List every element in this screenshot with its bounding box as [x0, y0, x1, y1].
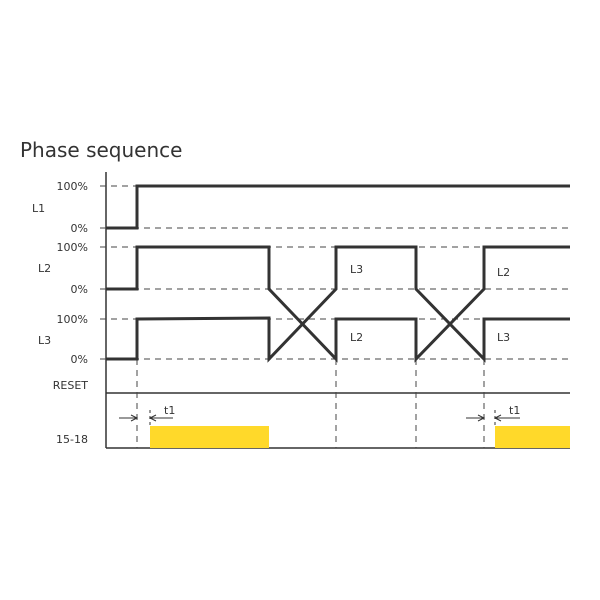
t1-label-2: t1	[509, 404, 520, 417]
swap1-upper-label: L3	[350, 263, 363, 276]
t1-arrow-1	[119, 410, 173, 426]
l2-signal	[106, 245, 570, 363]
output-active-bar-1	[150, 426, 269, 448]
l3-high-label: 100%	[57, 313, 88, 326]
l2-low-label: 0%	[71, 283, 88, 296]
l1-high-label: 100%	[57, 180, 88, 193]
output-label: 15-18	[56, 433, 88, 446]
t1-arrow-2	[466, 410, 520, 426]
swap2-upper-label: L2	[497, 266, 510, 279]
l1-label: L1	[32, 202, 45, 215]
output-active-bar-2	[495, 426, 570, 448]
l1-low-label: 0%	[71, 222, 88, 235]
l1-signal	[106, 184, 570, 230]
swap2-lower-label: L3	[497, 331, 510, 344]
t1-label-1: t1	[164, 404, 175, 417]
diagram-title: Phase sequence	[20, 138, 183, 162]
l2-label: L2	[38, 262, 51, 275]
l3-low-label: 0%	[71, 353, 88, 366]
l3-label: L3	[38, 334, 51, 347]
reset-label: RESET	[53, 379, 89, 392]
l2-high-label: 100%	[57, 241, 88, 254]
l3-signal	[106, 245, 570, 363]
swap1-lower-label: L2	[350, 331, 363, 344]
